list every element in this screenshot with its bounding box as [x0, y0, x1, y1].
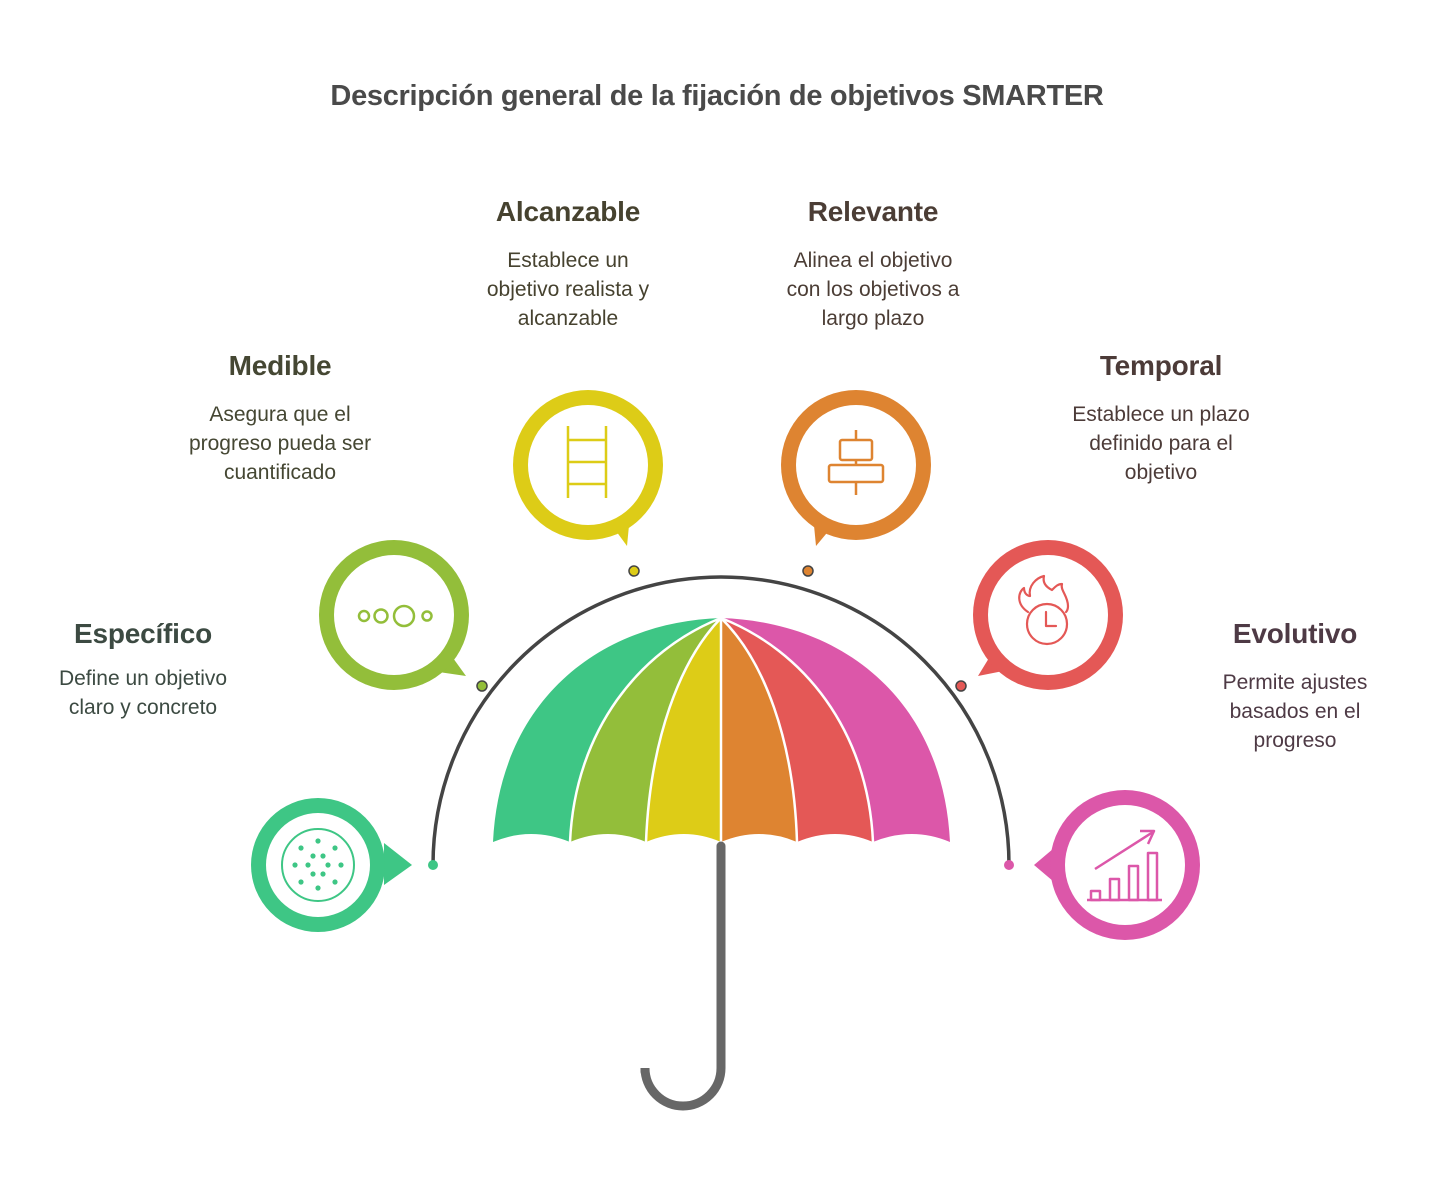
item-description: Establece un plazo definido para el obje… — [1072, 403, 1250, 484]
item-description: Asegura que el progreso pueda ser cuanti… — [188, 403, 372, 484]
bubble-evolutivo — [1034, 790, 1200, 940]
item-description: Establece un objetivo realista y alcanza… — [486, 249, 650, 330]
bubble-relevante — [781, 390, 931, 546]
dot-relevante — [802, 565, 814, 577]
item-title: Alcanzable — [495, 196, 641, 227]
item-title: Evolutivo — [1232, 618, 1358, 649]
umbrella-canopy — [493, 616, 950, 843]
canopy-panel-evolutivo — [721, 618, 950, 842]
dot-evolutivo — [1004, 860, 1014, 870]
item-alcanzable: Alcanzable Establece un objetivo realist… — [440, 196, 696, 333]
item-relevante: Relevante Alinea el objetivo con los obj… — [742, 196, 1004, 333]
umbrella-handle — [640, 841, 726, 1111]
item-title: Medible — [228, 350, 332, 381]
canopy-panel-relevante — [721, 618, 797, 842]
item-title: Temporal — [1099, 350, 1223, 381]
item-title: Específico — [73, 618, 213, 649]
canopy-panel-especifico — [493, 618, 721, 842]
item-title: Relevante — [807, 196, 939, 227]
bubble-especifico — [251, 798, 412, 932]
item-especifico: Específico Define un objetivo claro y co… — [20, 618, 266, 722]
item-evolutivo: Evolutivo Permite ajustes basados en el … — [1180, 618, 1410, 755]
align-center-icon — [827, 430, 885, 495]
connector-arc — [431, 575, 1011, 866]
bubble-medible — [319, 540, 469, 690]
diagram-title: Descripción general de la fijación de ob… — [330, 80, 1104, 112]
dot-temporal — [955, 680, 967, 692]
growth-chart-icon — [1087, 829, 1162, 902]
bubble-temporal — [973, 540, 1123, 690]
ladder-icon — [566, 426, 608, 498]
canopy-panel-alcanzable — [646, 618, 721, 842]
dotted-circle-icon — [281, 828, 355, 902]
bubble-alcanzable — [513, 390, 663, 546]
canopy-panel-temporal — [721, 618, 873, 842]
item-medible: Medible Asegura que el progreso pueda se… — [150, 350, 410, 487]
item-description: Alinea el objetivo con los objetivos a l… — [786, 249, 960, 330]
dot-medible — [476, 680, 488, 692]
arc-dots — [428, 565, 1014, 870]
circles-scale-icon — [357, 604, 433, 628]
item-description: Permite ajustes basados en el progreso — [1222, 671, 1368, 752]
dot-alcanzable — [628, 565, 640, 577]
dot-especifico — [428, 860, 438, 870]
item-description: Define un objetivo claro y concreto — [58, 667, 228, 719]
item-temporal: Temporal Establece un plazo definido par… — [1030, 350, 1292, 487]
burning-clock-icon — [1018, 574, 1070, 646]
